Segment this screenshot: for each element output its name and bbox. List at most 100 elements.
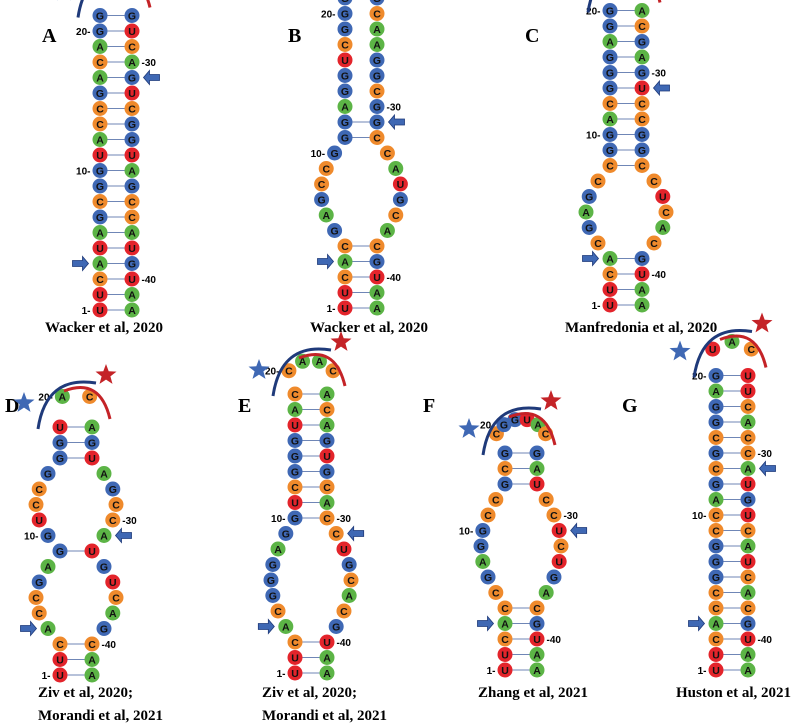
nucleotide-label: C <box>493 429 501 441</box>
nucleotide-left: U <box>497 647 513 662</box>
nucleotide-left: A <box>92 132 108 147</box>
position-marker: -30 <box>652 69 667 80</box>
nucleotide-left: G <box>92 163 108 178</box>
nucleotide-right: A <box>319 386 335 402</box>
nucleotide-right: G <box>529 445 545 461</box>
blue-arc <box>481 406 542 456</box>
nucleotide-circle <box>287 510 303 526</box>
nucleotide-right: U <box>655 189 671 204</box>
nucleotide-right: C <box>319 402 335 417</box>
nucleotide-left: U <box>705 341 721 357</box>
nucleotide-right: A <box>105 605 121 621</box>
nucleotide-circle <box>369 83 385 99</box>
nucleotide-label: U <box>555 556 563 568</box>
nucleotide-left: U <box>31 512 47 528</box>
nucleotide-circle <box>92 147 108 163</box>
nucleotide-label: A <box>542 587 550 599</box>
nucleotide-left: A <box>578 204 594 220</box>
nucleotide-label: C <box>128 103 136 115</box>
nucleotide-label: A <box>345 590 353 602</box>
nucleotide-circle <box>337 52 353 68</box>
nucleotide-left: G <box>602 142 618 158</box>
nucleotide-label: C <box>322 163 330 175</box>
nucleotide-label: U <box>56 670 64 682</box>
nucleotide-left: G <box>337 83 353 99</box>
nucleotide-circle <box>337 0 353 6</box>
nucleotide-circle <box>497 616 513 631</box>
nucleotide-label: U <box>291 497 299 509</box>
nucleotide-left: G <box>602 3 618 18</box>
nucleotide-circle <box>634 65 650 80</box>
nucleotide-circle <box>278 619 294 634</box>
nucleotide-left: A <box>92 225 108 240</box>
nucleotide-label: G <box>269 559 277 571</box>
nucleotide-right: G <box>369 114 385 130</box>
blue-arc <box>76 0 84 18</box>
nucleotide-right: A <box>96 466 112 481</box>
nucleotide-left: C <box>708 507 724 523</box>
nucleotide-circle <box>634 266 650 282</box>
nucleotide-circle <box>337 21 353 37</box>
nucleotide-circle <box>337 6 353 21</box>
nucleotide-label: A <box>109 608 117 620</box>
nucleotide-circle <box>311 353 327 369</box>
nucleotide-left: G <box>287 510 303 526</box>
nucleotide-label: C <box>392 210 400 222</box>
nucleotide-right: C <box>634 158 650 173</box>
nucleotide-right: U <box>529 631 545 647</box>
nucleotide-label: C <box>650 176 658 188</box>
nucleotide-label: G <box>331 225 339 237</box>
red-star-icon <box>540 390 562 410</box>
nucleotide-label: A <box>96 227 104 239</box>
nucleotide-circle <box>634 3 650 18</box>
nucleotide-circle <box>708 461 724 476</box>
nucleotide-label: C <box>744 401 752 413</box>
nucleotide-label: C <box>128 41 136 53</box>
nucleotide-label: G <box>744 618 752 630</box>
nucleotide-label: G <box>479 525 487 537</box>
nucleotide-left: U <box>708 647 724 662</box>
nucleotide-left: U <box>287 417 303 433</box>
position-marker: 10- <box>24 532 38 543</box>
nucleotide-label: C <box>744 525 752 537</box>
nucleotide-circle <box>124 116 140 132</box>
nucleotide-circle <box>287 479 303 495</box>
nucleotide-label: G <box>606 52 614 64</box>
panel-letter: A <box>42 25 57 47</box>
nucleotide-right: C <box>740 445 756 461</box>
nucleotide-label: C <box>712 463 720 475</box>
nucleotide-left: G <box>708 569 724 585</box>
nucleotide-label: C <box>274 606 282 618</box>
nucleotide-circle <box>92 85 108 101</box>
nucleotide-left: G <box>265 557 281 572</box>
nucleotide-label: A <box>316 356 324 368</box>
nucleotide-left: A <box>318 207 334 223</box>
nucleotide-label: C <box>32 499 40 511</box>
nucleotide-right: A <box>341 588 357 603</box>
nucleotide-right: C <box>379 145 395 161</box>
nucleotide-circle <box>602 158 618 173</box>
panel-caption: Ziv et al, 2020; <box>38 685 133 701</box>
nucleotide-left: G <box>52 543 68 559</box>
nucleotide-label: G <box>332 621 340 633</box>
nucleotide-circle <box>708 647 724 662</box>
nucleotide-circle <box>328 526 344 541</box>
nucleotide-circle <box>270 603 286 619</box>
nucleotide-circle <box>538 492 554 507</box>
nucleotide-label: A <box>606 36 614 48</box>
nucleotide-label: G <box>96 26 104 38</box>
nucleotide-label: G <box>128 258 136 270</box>
nucleotide-label: A <box>533 463 541 475</box>
nucleotide-circle <box>497 476 513 492</box>
nucleotide-circle <box>287 634 303 650</box>
nucleotide-circle <box>602 266 618 282</box>
nucleotide-label: U <box>533 479 541 491</box>
nucleotide-label: C <box>291 482 299 494</box>
nucleotide-right: A <box>124 302 140 318</box>
nucleotide-label: U <box>128 274 136 286</box>
nucleotide-left: U <box>602 282 618 297</box>
nucleotide-circle <box>646 235 662 251</box>
nucleotide-right: U <box>740 554 756 569</box>
